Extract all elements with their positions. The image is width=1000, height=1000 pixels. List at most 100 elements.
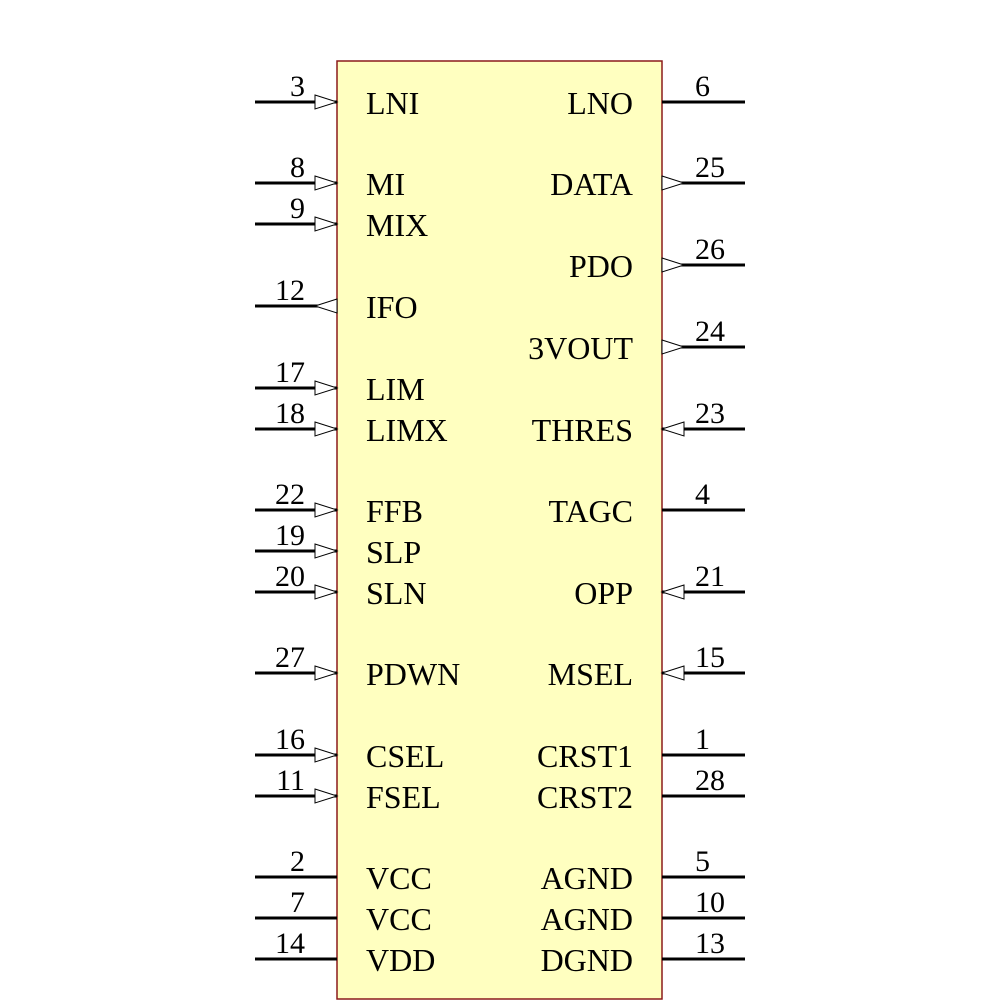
left-pin-16-direction-arrow xyxy=(314,747,339,763)
left-pin-19-direction-arrow xyxy=(314,543,339,559)
left-pin-9-name: MIX xyxy=(366,207,428,243)
right-pin-15-direction-arrow xyxy=(660,665,685,681)
right-pin-25-name: DATA xyxy=(550,166,633,202)
right-pin-15-name: MSEL xyxy=(548,656,633,692)
right-pin-26-name: PDO xyxy=(569,248,633,284)
left-pin-7: 7 VCC xyxy=(255,886,432,937)
left-pin-8-direction-arrow xyxy=(314,175,339,191)
left-pin-7-name: VCC xyxy=(366,901,432,937)
left-pin-12: 12 IFO xyxy=(255,274,418,325)
left-pin-16: 16 CSEL xyxy=(255,723,444,774)
left-pin-22-name: FFB xyxy=(366,493,423,529)
right-pin-26-direction-arrow xyxy=(661,257,686,273)
left-pin-18: 18 LIMX xyxy=(255,397,448,448)
left-pin-27: 27 PDWN xyxy=(255,641,460,692)
right-pin-23-name: THRES xyxy=(532,412,633,448)
right-pin-24: 24 3VOUT xyxy=(528,315,745,366)
left-pin-3-number: 3 xyxy=(290,70,305,103)
left-pin-17-direction-arrow xyxy=(314,380,339,396)
left-pin-18-direction-arrow xyxy=(314,421,339,437)
left-pin-14-name: VDD xyxy=(366,942,435,978)
right-pin-23-direction-arrow xyxy=(660,421,685,437)
right-pin-6-name: LNO xyxy=(567,85,633,121)
right-pin-5-name: AGND xyxy=(541,860,633,896)
left-pin-3-direction-arrow xyxy=(314,94,339,110)
left-pin-2-name: VCC xyxy=(366,860,432,896)
left-pin-14: 14 VDD xyxy=(255,927,435,978)
ic-body xyxy=(336,60,663,1000)
right-pin-15: 15 MSEL xyxy=(548,641,745,692)
right-pin-26-number: 26 xyxy=(695,233,725,266)
left-pin-3: 3 LNI xyxy=(255,70,419,121)
left-pin-8-name: MI xyxy=(366,166,405,202)
right-pin-21-direction-arrow xyxy=(660,584,685,600)
right-pin-28: 28 CRST2 xyxy=(537,764,745,815)
left-pin-7-number: 7 xyxy=(290,886,305,919)
right-pin-25-direction-arrow xyxy=(661,175,686,191)
left-pin-11-name: FSEL xyxy=(366,779,441,815)
right-pin-24-number: 24 xyxy=(695,315,725,348)
right-pin-26: 26 PDO xyxy=(569,233,745,284)
right-pin-25-number: 25 xyxy=(695,151,725,184)
left-pin-11-number: 11 xyxy=(276,764,305,797)
right-pin-6: 6 LNO xyxy=(567,70,745,121)
left-pin-17-number: 17 xyxy=(275,356,305,389)
left-pin-20-direction-arrow xyxy=(314,584,339,600)
left-pin-19-name: SLP xyxy=(366,534,421,570)
right-pin-28-number: 28 xyxy=(695,764,725,797)
right-pin-13: 13 DGND xyxy=(541,927,745,978)
right-pin-23-number: 23 xyxy=(695,397,725,430)
left-pin-9-number: 9 xyxy=(290,192,305,225)
right-pin-10-number: 10 xyxy=(695,886,725,919)
right-pin-15-number: 15 xyxy=(695,641,725,674)
left-pin-3-name: LNI xyxy=(366,85,419,121)
left-pin-18-name: LIMX xyxy=(366,412,448,448)
left-pin-14-number: 14 xyxy=(275,927,305,960)
right-pin-6-number: 6 xyxy=(695,70,710,103)
left-pin-22-direction-arrow xyxy=(314,502,339,518)
right-pin-13-name: DGND xyxy=(541,942,633,978)
left-pin-19: 19 SLP xyxy=(255,519,421,570)
right-pin-4-name: TAGC xyxy=(548,493,633,529)
left-pin-16-number: 16 xyxy=(275,723,305,756)
left-pin-22-number: 22 xyxy=(275,478,305,511)
right-pin-10: 10 AGND xyxy=(541,886,745,937)
right-pin-4-number: 4 xyxy=(695,478,710,511)
left-pin-22: 22 FFB xyxy=(255,478,423,529)
left-pin-17-name: LIM xyxy=(366,371,425,407)
right-pin-10-name: AGND xyxy=(541,901,633,937)
left-pin-19-number: 19 xyxy=(275,519,305,552)
right-pin-5-number: 5 xyxy=(695,845,710,878)
left-pin-2-number: 2 xyxy=(290,845,305,878)
left-pin-9-direction-arrow xyxy=(314,216,339,232)
left-pin-11-direction-arrow xyxy=(314,788,339,804)
left-pin-16-name: CSEL xyxy=(366,738,444,774)
left-pin-9: 9 MIX xyxy=(255,192,428,243)
right-pin-1-number: 1 xyxy=(695,723,710,756)
left-pin-20-number: 20 xyxy=(275,560,305,593)
left-pin-17: 17 LIM xyxy=(255,356,425,407)
left-pin-27-direction-arrow xyxy=(314,665,339,681)
left-pin-12-number: 12 xyxy=(275,274,305,307)
right-pin-5: 5 AGND xyxy=(541,845,745,896)
right-pin-23: 23 THRES xyxy=(532,397,745,448)
left-pin-2: 2 VCC xyxy=(255,845,432,896)
left-pin-27-number: 27 xyxy=(275,641,305,674)
right-pin-21-number: 21 xyxy=(695,560,725,593)
right-pin-4: 4 TAGC xyxy=(548,478,745,529)
right-pin-28-name: CRST2 xyxy=(537,779,633,815)
left-pin-12-name: IFO xyxy=(366,289,418,325)
right-pin-13-number: 13 xyxy=(695,927,725,960)
left-pin-27-name: PDWN xyxy=(366,656,460,692)
left-pin-18-number: 18 xyxy=(275,397,305,430)
right-pin-24-direction-arrow xyxy=(661,339,686,355)
right-pin-24-name: 3VOUT xyxy=(528,330,633,366)
